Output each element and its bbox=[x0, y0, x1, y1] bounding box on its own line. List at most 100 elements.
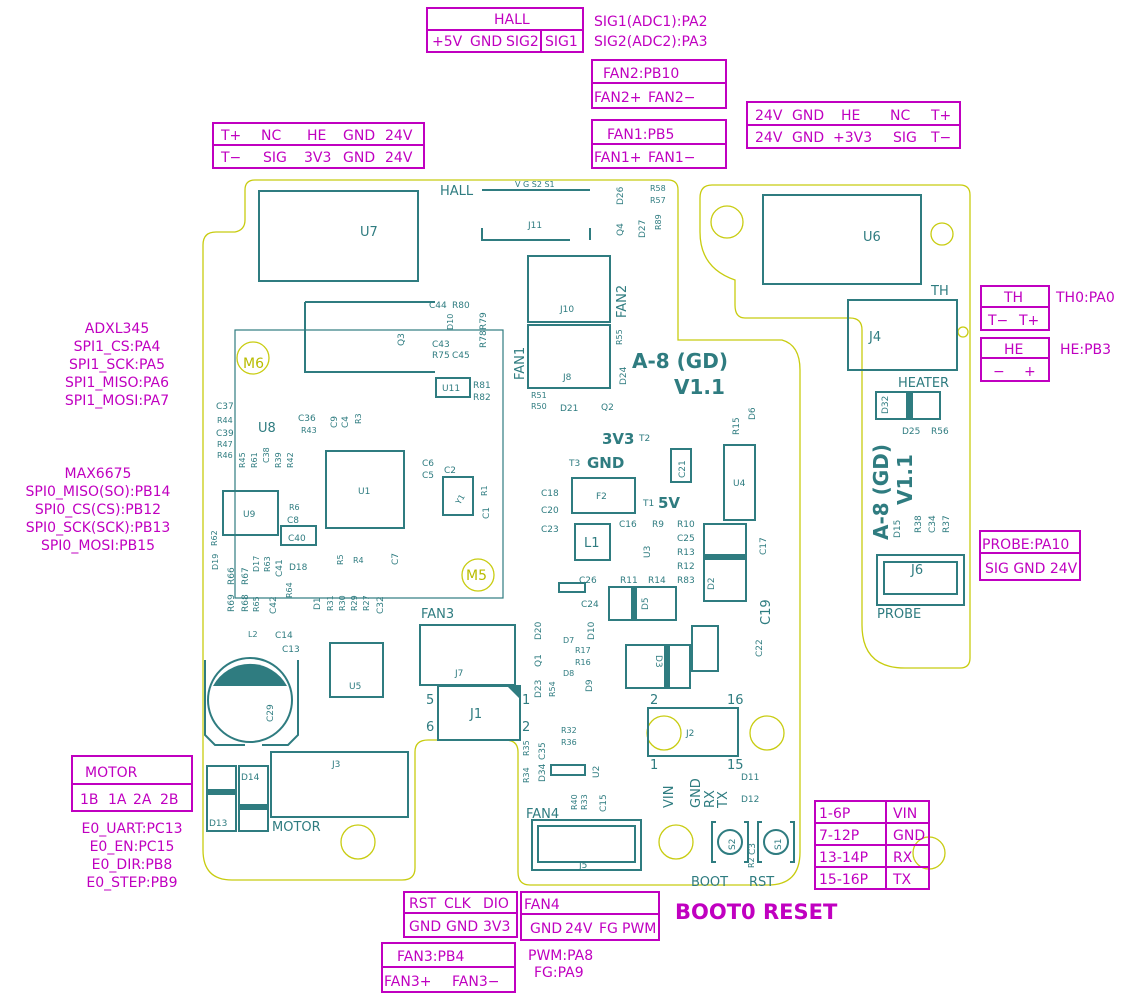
label-row2-1: SIG bbox=[263, 150, 287, 166]
label-labels-fan3: FAN3 bbox=[421, 607, 454, 622]
label-refs-d2: D2 bbox=[707, 577, 717, 590]
label-refs-y1: Y1 bbox=[453, 493, 466, 507]
ref-u6: U6 bbox=[863, 230, 881, 245]
label-refs-c1: C1 bbox=[482, 507, 492, 519]
label-refs-s1: S1 bbox=[774, 839, 784, 850]
annotation-probe: PROBE:PA10 SIG GND 24V bbox=[979, 530, 1081, 581]
label-refs-c39: C39 bbox=[216, 429, 234, 439]
label-refs-d14: D14 bbox=[241, 773, 260, 783]
label-refs-r35: R35 bbox=[522, 740, 531, 756]
label-pins-0: T− bbox=[987, 313, 1008, 329]
label-refs-c40: C40 bbox=[288, 534, 306, 544]
label-1-1: GND bbox=[893, 828, 925, 844]
label-labels-j2p15: 15 bbox=[727, 758, 744, 773]
label-refs-r58: R58 bbox=[650, 184, 666, 193]
label-row1-1: NC bbox=[261, 128, 281, 144]
label-refs-f2: F2 bbox=[596, 492, 607, 502]
label-pins-2: FG bbox=[599, 921, 618, 937]
label-refs-r30: R30 bbox=[338, 595, 347, 611]
label-pins-3: PWM bbox=[622, 921, 656, 937]
label-1-0: 7-12P bbox=[819, 828, 859, 844]
label-labels-v3v3: 3V3 bbox=[602, 430, 634, 448]
label-refs-r42: R42 bbox=[286, 452, 295, 468]
label-refs-r78: R78 bbox=[479, 330, 489, 348]
label-refs-r15: R15 bbox=[732, 417, 742, 435]
label-labels-rst: RST bbox=[749, 875, 774, 890]
label-pins-1: GND bbox=[470, 34, 502, 50]
label-refs-r81: R81 bbox=[473, 381, 491, 391]
label-refs-u9: U9 bbox=[243, 510, 256, 520]
label-pins-2: SIG2 bbox=[506, 34, 539, 50]
label-refs-r29: R29 bbox=[350, 595, 359, 611]
label-refs-r32: R32 bbox=[561, 726, 577, 735]
label-refs-c4: C4 bbox=[341, 416, 351, 428]
label-row1-2: HE bbox=[841, 108, 860, 124]
label-refs-r75: R75 bbox=[432, 351, 450, 361]
label-refs-c16: C16 bbox=[619, 520, 637, 530]
label-refs-r79: R79 bbox=[479, 312, 489, 330]
label-pins-3: 2B bbox=[160, 792, 179, 808]
label-refs-u2: U2 bbox=[592, 766, 602, 778]
label-row1-4: 24V bbox=[385, 128, 413, 144]
label-refs-c8: C8 bbox=[287, 516, 299, 526]
label-refs-j2: J2 bbox=[685, 729, 694, 739]
label-refs-l2: L2 bbox=[248, 630, 258, 639]
label-refs-c20: C20 bbox=[541, 506, 559, 516]
label-refs-c2: C2 bbox=[444, 466, 456, 476]
label-refs-c25: C25 bbox=[677, 534, 695, 544]
label-pins-0: FAN3+ bbox=[384, 974, 431, 990]
label-3-1: TX bbox=[892, 872, 912, 888]
label-labels-p2: 2 bbox=[522, 720, 530, 735]
label-refs-r44: R44 bbox=[217, 416, 233, 425]
label-notes-0: SIG1(ADC1):PA2 bbox=[594, 14, 707, 30]
label-refs-r56: R56 bbox=[931, 427, 949, 437]
label-refs-c36: C36 bbox=[298, 414, 316, 424]
label-probe-pins: SIG GND 24V bbox=[985, 561, 1078, 577]
label-refs-q2: Q2 bbox=[601, 403, 614, 413]
label-fan3-title: FAN3:PB4 bbox=[397, 949, 464, 965]
label-labels-t2: T2 bbox=[638, 434, 650, 444]
label-notes-0: E0_UART:PC13 bbox=[81, 821, 182, 837]
label-pins-1: FAN2− bbox=[648, 90, 695, 106]
label-refs-c45: C45 bbox=[452, 351, 470, 361]
label-refs-r63: R63 bbox=[263, 556, 272, 572]
label-refs-j7: J7 bbox=[454, 669, 463, 679]
label-refs-d27: D27 bbox=[638, 220, 648, 238]
label-notes-2: E0_DIR:PB8 bbox=[92, 857, 173, 873]
label-adxl-1: SPI1_CS:PA4 bbox=[74, 339, 161, 355]
label-refs-r17: R17 bbox=[575, 646, 591, 655]
label-max6675-2: SPI0_CS(CS):PB12 bbox=[35, 502, 161, 518]
component-outlines bbox=[204, 189, 965, 871]
label-labels-probe: PROBE bbox=[877, 607, 921, 622]
label-refs-r31: R31 bbox=[326, 595, 335, 611]
label-refs-c26: C26 bbox=[579, 576, 597, 586]
label-pins-0: − bbox=[993, 364, 1005, 380]
label-refs-r50: R50 bbox=[531, 402, 547, 411]
boot-reset-label: BOOT0 RESET bbox=[675, 900, 838, 924]
label-adxl-3: SPI1_MISO:PA6 bbox=[65, 375, 169, 391]
label-row2-4: T− bbox=[930, 130, 951, 146]
label-pins-0: FAN1+ bbox=[594, 150, 641, 166]
label-refs-u8: U8 bbox=[258, 421, 276, 436]
label-max6675-4: SPI0_MOSI:PB15 bbox=[41, 538, 155, 554]
label-board-version: V1.1 bbox=[893, 454, 917, 505]
label-refs-r12: R12 bbox=[677, 562, 695, 572]
annotation-adxl345: ADXL345 SPI1_CS:PA4 SPI1_SCK:PA5 SPI1_MI… bbox=[65, 321, 169, 409]
label-th-title: TH bbox=[1003, 290, 1023, 306]
label-refs-r83: R83 bbox=[677, 576, 695, 586]
label-labels-hall_pins: V G S2 S1 bbox=[515, 180, 555, 189]
board-outline-main bbox=[202, 179, 801, 886]
label-refs-j6: J6 bbox=[910, 563, 923, 578]
label-refs-d17: D17 bbox=[252, 556, 261, 572]
label-refs-c37: C37 bbox=[216, 402, 234, 412]
label-labels-th: TH bbox=[930, 284, 949, 299]
label-pins-0: GND bbox=[530, 921, 562, 937]
label-refs-j5: J5 bbox=[578, 861, 587, 871]
label-refs-r65: R65 bbox=[252, 596, 261, 612]
label-refs-r33: R33 bbox=[580, 794, 589, 810]
label-refs-c21: C21 bbox=[678, 460, 688, 478]
